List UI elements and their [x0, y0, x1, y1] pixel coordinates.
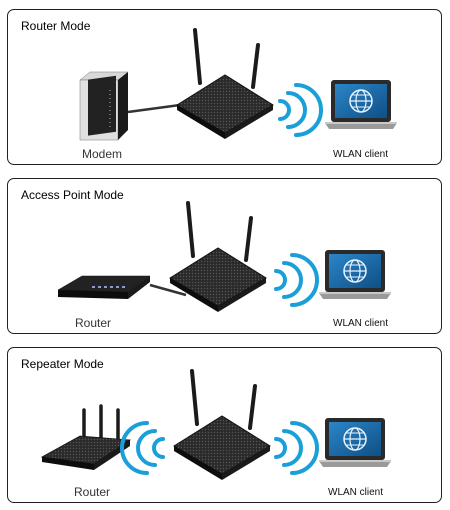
source-device-label: Modem	[82, 147, 123, 161]
source-device-label: Router	[74, 485, 111, 499]
client-device-label: WLAN client	[333, 318, 389, 329]
client-device-label: WLAN client	[333, 149, 389, 160]
wifi-signal-icon	[122, 423, 163, 473]
client-device-label: WLAN client	[328, 487, 384, 498]
router-icon	[40, 404, 132, 470]
wifi-signal-icon	[274, 421, 319, 475]
panel-title: Access Point Mode	[21, 188, 124, 202]
modem-icon	[79, 71, 129, 141]
panel-title: Router Mode	[21, 19, 91, 33]
cable	[127, 103, 181, 114]
laptop-icon	[318, 417, 392, 468]
source-device-label: Router	[75, 316, 112, 330]
router-icon	[57, 275, 151, 299]
router-mode-diagram	[79, 28, 398, 141]
router-icon	[172, 369, 272, 482]
access-point-mode-diagram	[57, 201, 392, 314]
panel-title: Repeater Mode	[21, 357, 104, 371]
cable	[149, 283, 187, 297]
